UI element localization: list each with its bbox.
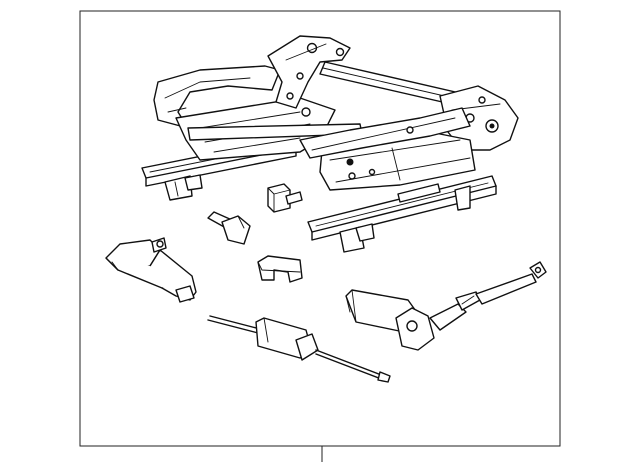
seat-track-frame	[141, 35, 519, 253]
drive-cable-rod	[207, 315, 391, 383]
u-clip-bracket	[257, 255, 303, 283]
square-plug-fastener	[267, 183, 303, 213]
height-adjust-motor	[105, 237, 197, 303]
diagram-border	[79, 10, 561, 447]
small-pin-fastener	[207, 211, 251, 245]
recliner-motor-assembly	[345, 261, 547, 351]
